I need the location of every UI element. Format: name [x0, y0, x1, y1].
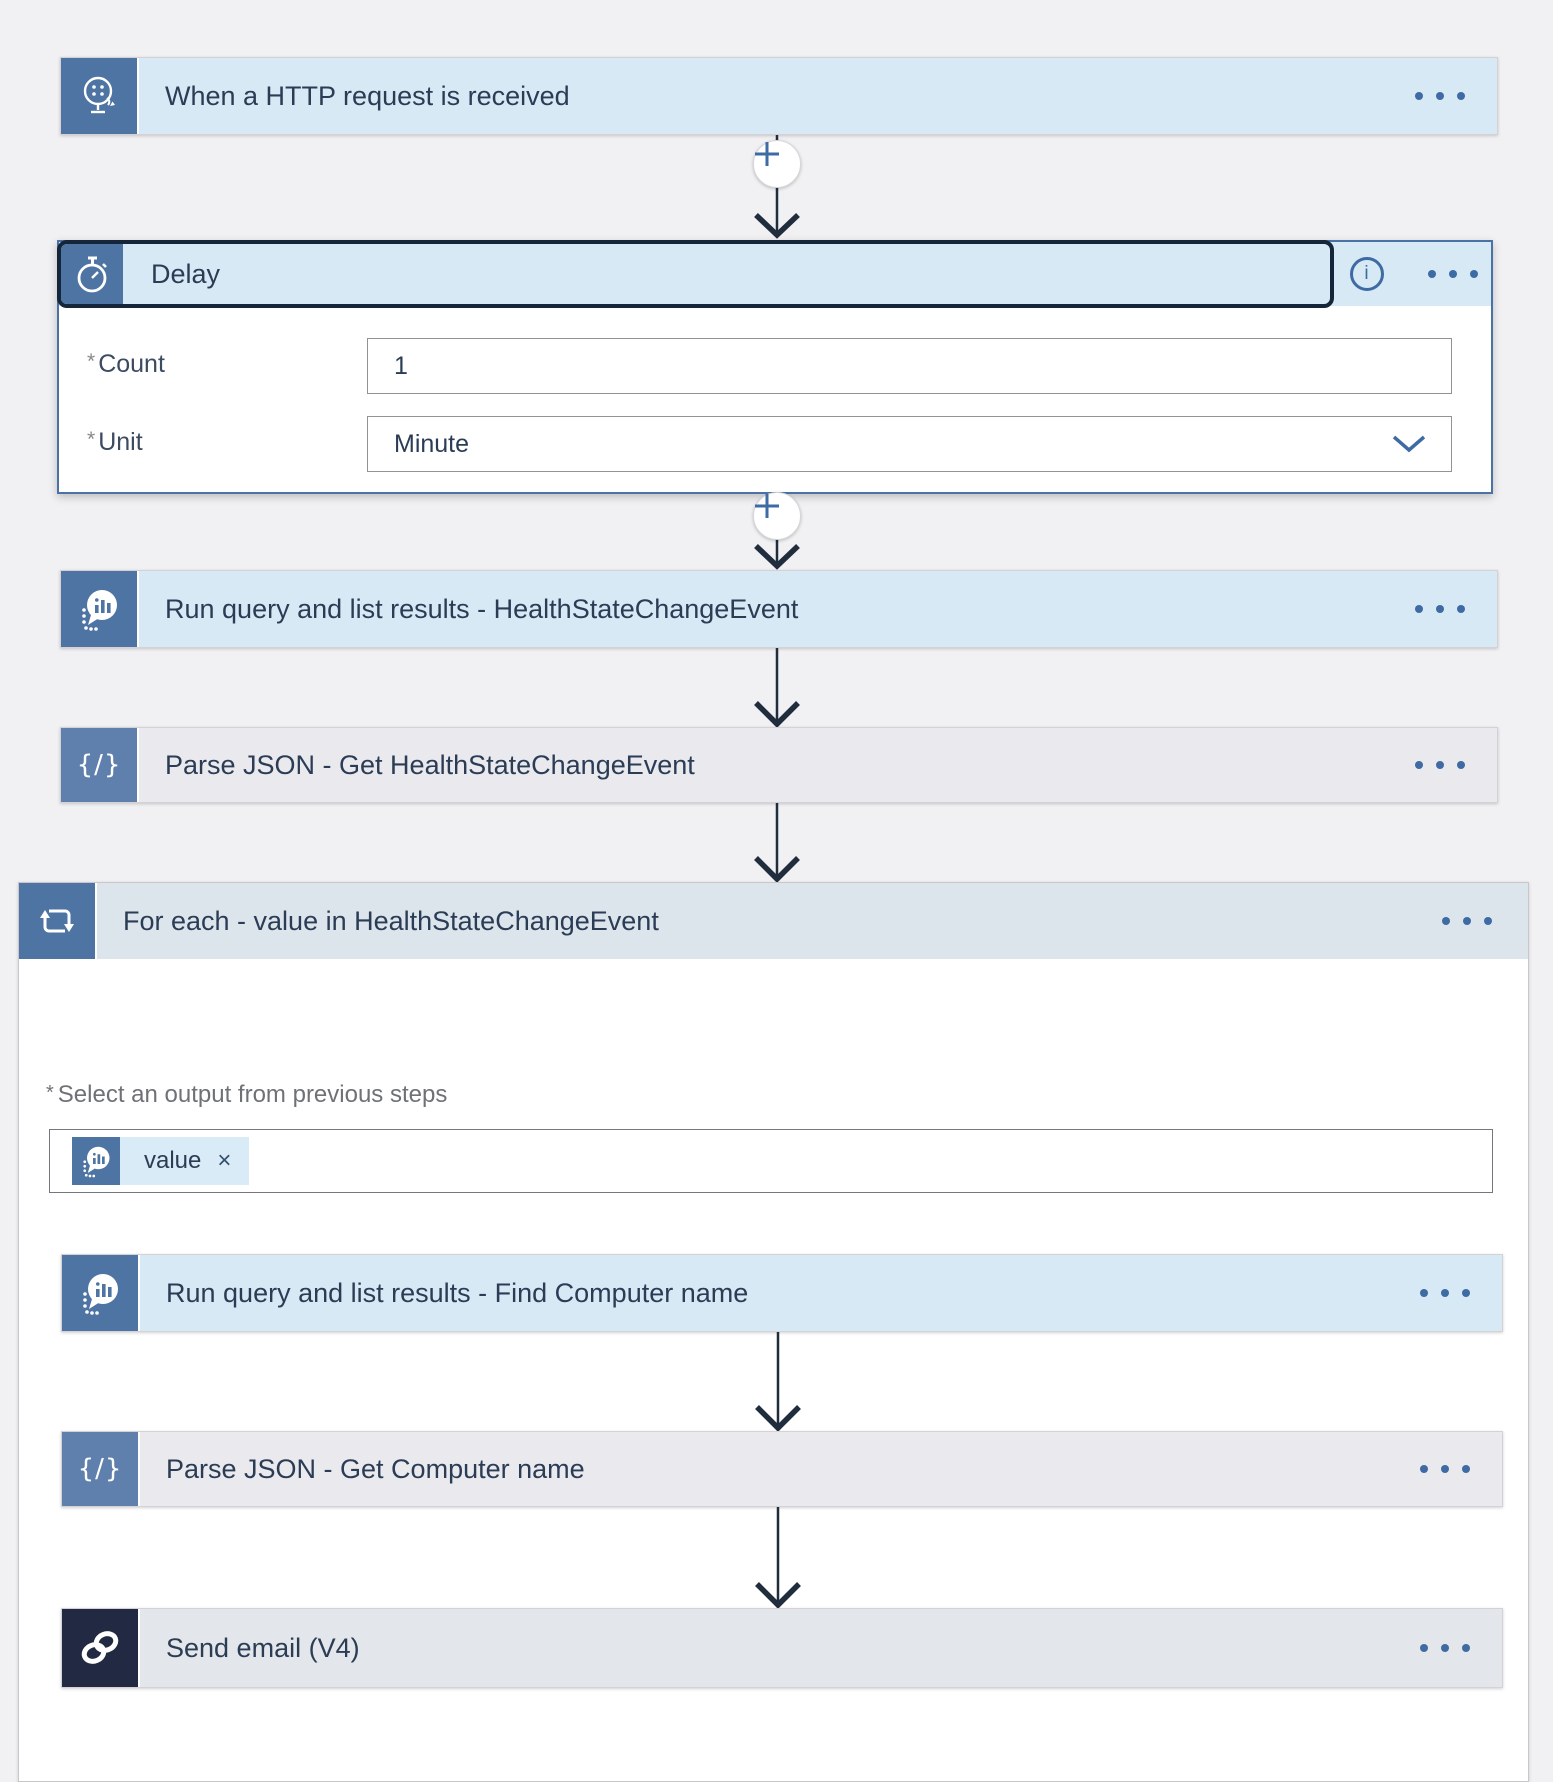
ellipsis-menu-icon[interactable]: [1420, 1644, 1470, 1652]
trigger-card-http-request[interactable]: When a HTTP request is received: [60, 57, 1498, 135]
remove-token-icon[interactable]: ×: [217, 1147, 232, 1174]
ellipsis-menu-icon[interactable]: [1415, 761, 1465, 769]
count-label: *Count: [87, 350, 165, 378]
select-output-label: *Select an output from previous steps: [46, 1081, 448, 1108]
unit-label: *Unit: [87, 428, 143, 456]
azure-monitor-logs-icon: [62, 1255, 140, 1331]
card-title: Run query and list results - Find Comput…: [166, 1277, 749, 1308]
insert-step-button[interactable]: [753, 492, 801, 540]
delay-card[interactable]: Delay i *Count 1 *Unit Minute: [57, 240, 1493, 494]
count-input[interactable]: 1: [367, 338, 1452, 394]
arrow-down-icon: [754, 803, 800, 882]
send-email-card[interactable]: Send email (V4): [61, 1608, 1503, 1688]
run-query-computer-card[interactable]: Run query and list results - Find Comput…: [61, 1254, 1503, 1332]
arrow-down-icon: [755, 1507, 801, 1608]
parse-json-event-card[interactable]: {/} Parse JSON - Get HealthStateChangeEv…: [60, 727, 1498, 803]
braces-slash-icon: {/}: [62, 1432, 140, 1506]
ellipsis-menu-icon[interactable]: [1415, 92, 1465, 100]
arrow-down-icon: [755, 1332, 801, 1431]
outlook-icon: [62, 1609, 140, 1687]
run-query-event-card[interactable]: Run query and list results - HealthState…: [60, 570, 1498, 648]
card-title: Run query and list results - HealthState…: [165, 593, 799, 624]
card-title: Parse JSON - Get HealthStateChangeEvent: [165, 749, 695, 780]
ellipsis-menu-icon[interactable]: [1420, 1289, 1470, 1297]
ellipsis-menu-icon[interactable]: [1442, 917, 1492, 925]
ellipsis-menu-icon[interactable]: [1415, 605, 1465, 613]
delay-header-selected[interactable]: Delay: [57, 240, 1334, 308]
foreach-container[interactable]: For each - value in HealthStateChangeEve…: [18, 882, 1529, 1782]
azure-monitor-logs-icon: [61, 571, 139, 647]
ellipsis-menu-icon[interactable]: [1427, 270, 1478, 278]
value-token[interactable]: value ×: [120, 1137, 250, 1185]
insert-step-button[interactable]: [753, 140, 801, 188]
insert-step-connector: [749, 135, 805, 239]
plus-icon: [755, 494, 779, 518]
card-title: Parse JSON - Get Computer name: [166, 1453, 585, 1484]
output-select-input[interactable]: value ×: [49, 1129, 1493, 1193]
foreach-title: For each - value in HealthStateChangeEve…: [123, 905, 659, 936]
foreach-header[interactable]: For each - value in HealthStateChangeEve…: [19, 883, 1528, 959]
delay-title: Delay: [151, 258, 221, 289]
chevron-down-icon: [1392, 435, 1426, 453]
braces-slash-icon: {/}: [61, 728, 139, 802]
loop-icon: [19, 883, 97, 959]
arrow-down-icon: [754, 648, 800, 727]
plus-icon: [755, 142, 779, 166]
http-request-icon: [61, 58, 139, 134]
ellipsis-menu-icon[interactable]: [1420, 1465, 1470, 1473]
stopwatch-icon: [61, 244, 125, 304]
card-title: Send email (V4): [166, 1632, 360, 1663]
parse-json-computer-card[interactable]: {/} Parse JSON - Get Computer name: [61, 1431, 1503, 1507]
azure-monitor-logs-icon: [72, 1137, 120, 1185]
info-icon[interactable]: i: [1349, 257, 1384, 291]
unit-dropdown[interactable]: Minute: [367, 416, 1452, 472]
insert-step-connector: [749, 492, 805, 570]
trigger-title: When a HTTP request is received: [165, 80, 570, 111]
